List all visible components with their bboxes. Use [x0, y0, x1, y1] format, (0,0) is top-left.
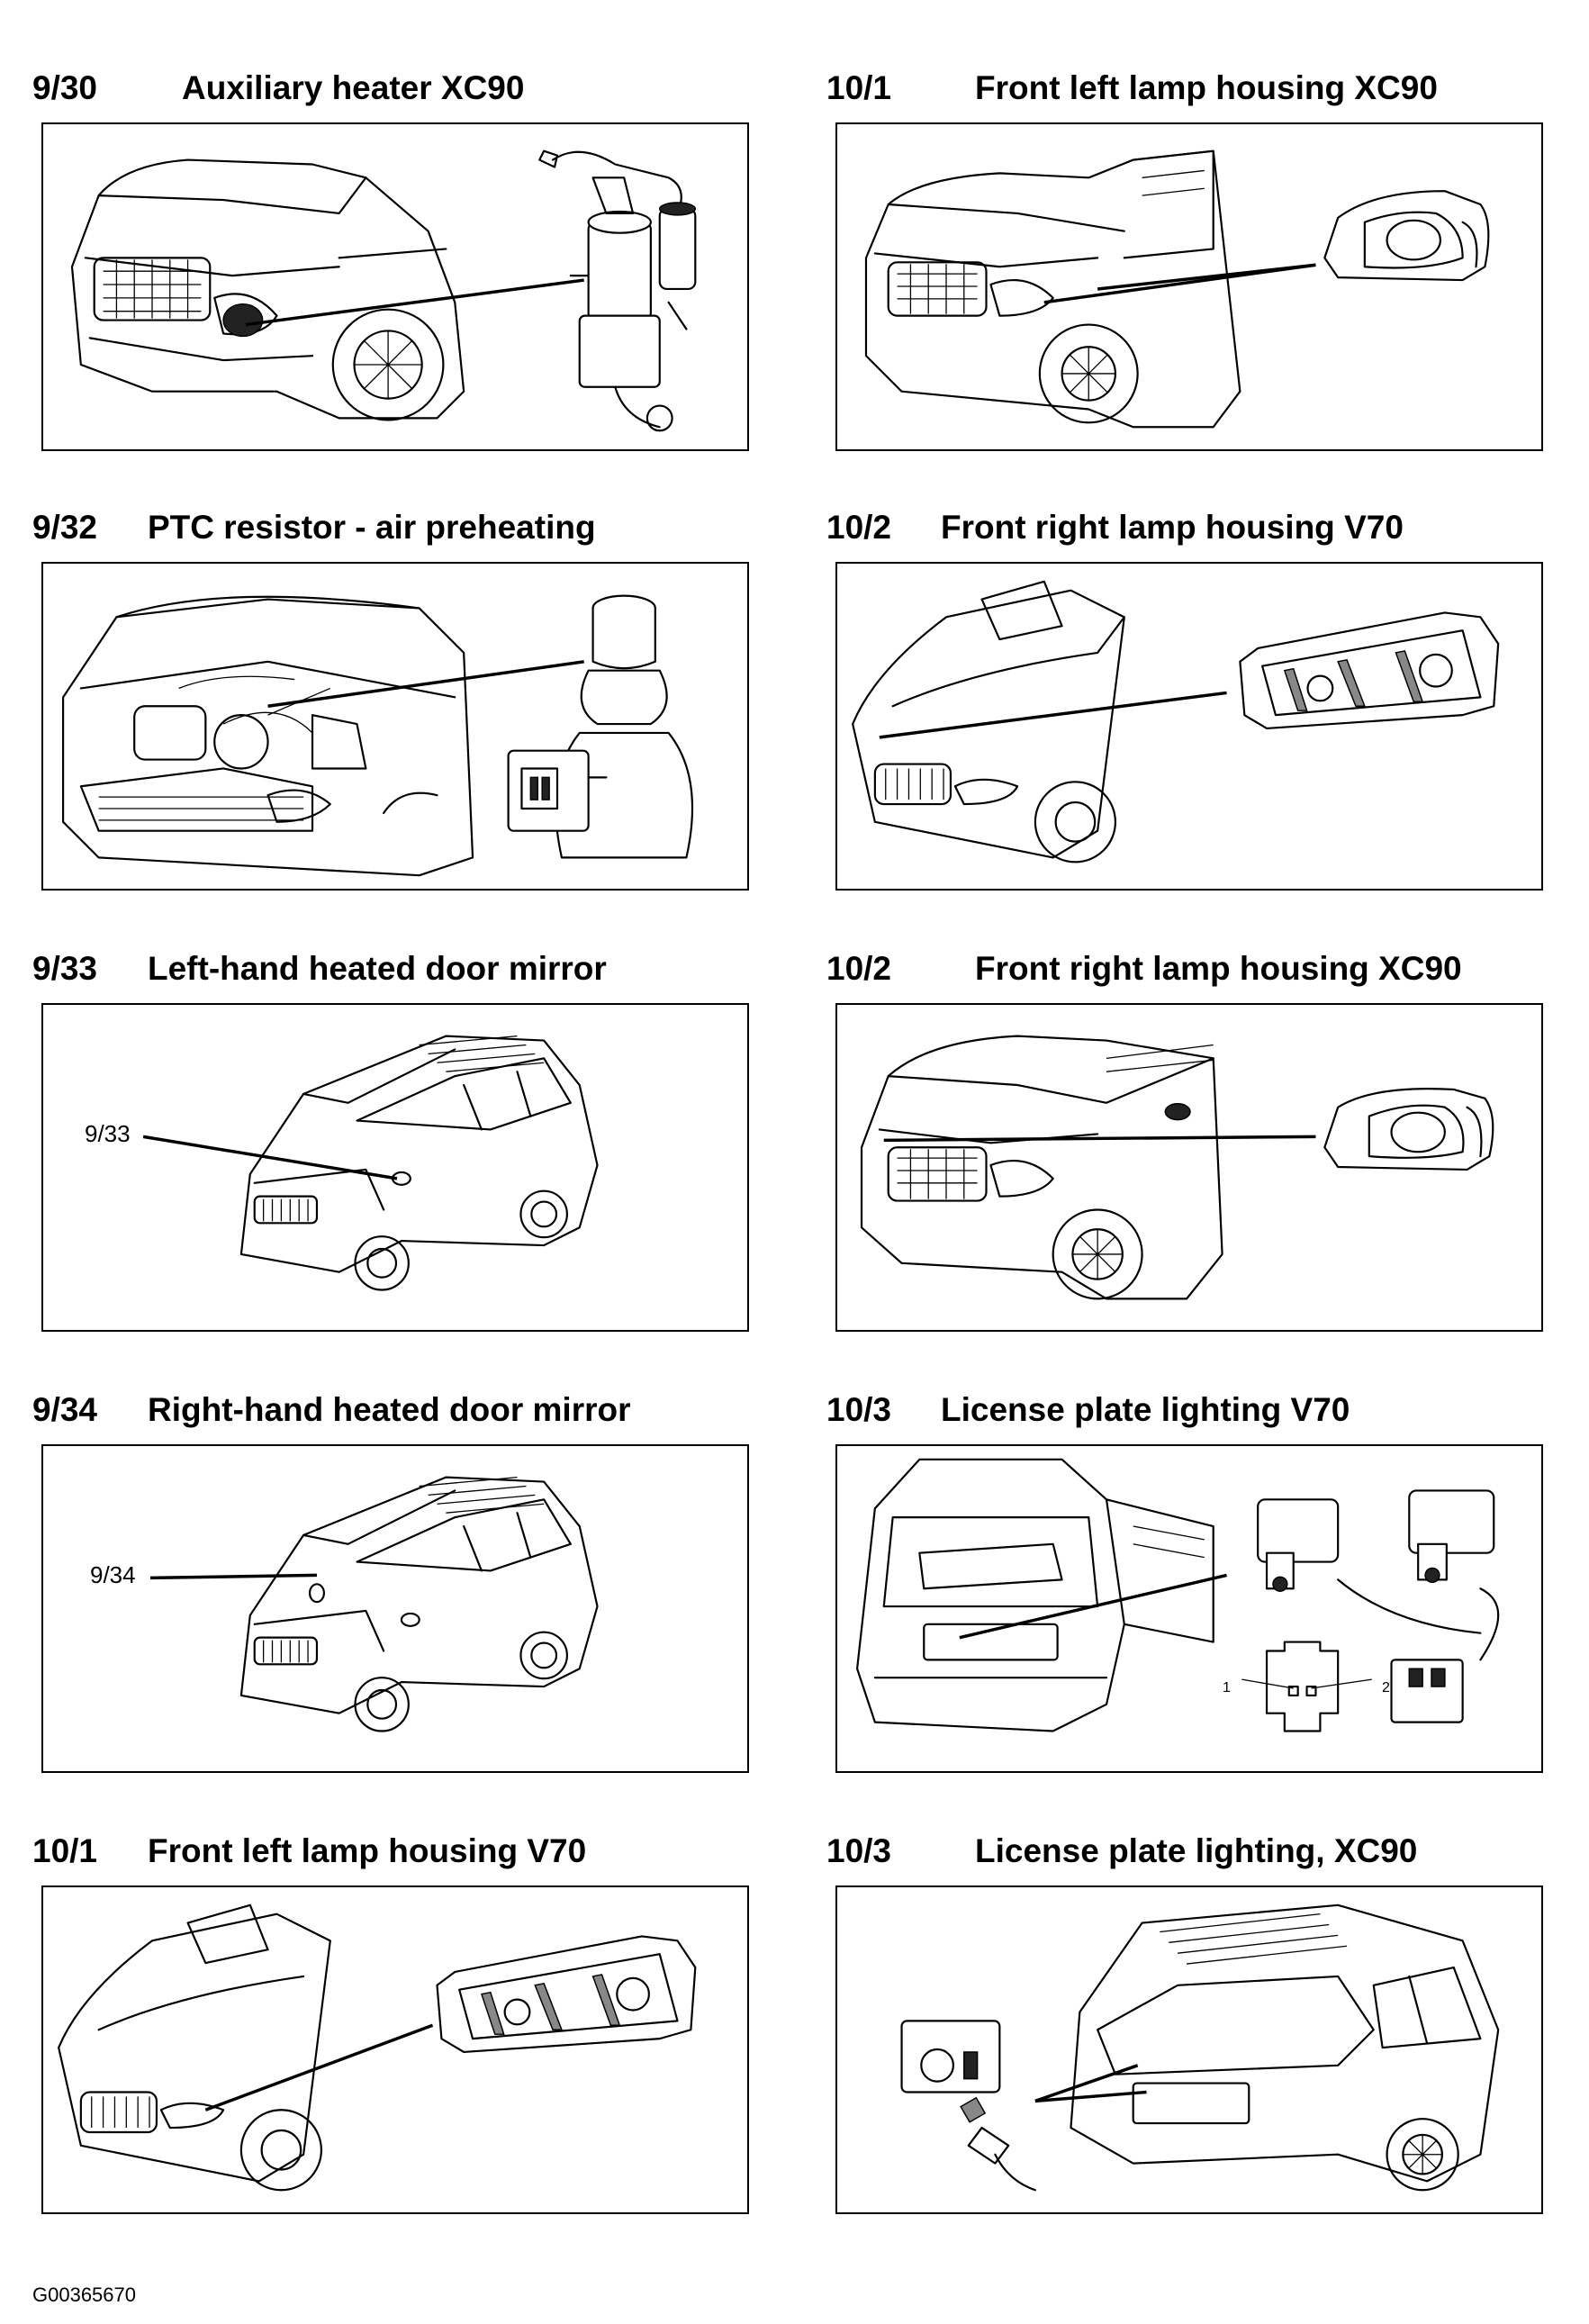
headlamp-drawing [1323, 1088, 1494, 1171]
panel-title: Front right lamp housing XC90 [975, 950, 1462, 987]
panel-title: Front right lamp housing V70 [941, 509, 1404, 546]
illustration-frame [41, 562, 749, 891]
engine-bay-drawing [61, 595, 474, 877]
plate-lamp-drawing [900, 2020, 1036, 2192]
suv-side-drawing [239, 1035, 599, 1291]
leader-line [142, 1135, 398, 1180]
suv-front-drawing [860, 1035, 1223, 1300]
illustration-sedan-front-left-lamp [58, 1904, 697, 2192]
illustration-suv-front-heater [70, 149, 697, 432]
illustration-suv-front-right-lamp [860, 1035, 1494, 1300]
panel-title: Front left lamp housing V70 [148, 1832, 587, 1869]
leader-line [879, 691, 1227, 739]
leader-line [1034, 2064, 1139, 2103]
illustration-wagon-rear-plate [855, 1458, 1500, 1732]
panel-code: 9/33 [32, 950, 98, 987]
panel-title: License plate lighting V70 [941, 1391, 1350, 1428]
illustration-frame [835, 1003, 1543, 1332]
panel-code: 10/1 [826, 69, 892, 106]
leader-line [959, 1573, 1227, 1640]
panel-header: 10/3 License plate lighting, XC90 [826, 1824, 1547, 1878]
panel-header: 10/2 Front right lamp housing XC90 [826, 942, 1547, 996]
panel-title: Auxiliary heater XC90 [182, 69, 525, 106]
illustration-frame [835, 122, 1543, 451]
sedan-front-drawing [852, 580, 1125, 864]
illustration-suv-mirror-left [142, 1035, 599, 1291]
panel-code: 10/2 [826, 950, 892, 987]
panel-code: 10/3 [826, 1832, 892, 1869]
sedan-front-drawing [58, 1904, 331, 2192]
panel-header: 10/2 Front right lamp housing V70 [826, 501, 1547, 555]
illustration-suv-mirror-right [149, 1476, 599, 1732]
illustration-suv-front-lamp [864, 149, 1490, 429]
leader-line [204, 2023, 434, 2111]
panel-header: 9/34 Right-hand heated door mirror [32, 1383, 753, 1437]
panel-title: Left-hand heated door mirror [148, 950, 607, 987]
ptc-resistor-drawing [507, 594, 694, 859]
panel-code: 10/2 [826, 509, 892, 546]
panel-title: Right-hand heated door mirror [148, 1391, 631, 1428]
panel-code: 10/1 [32, 1832, 98, 1869]
panel-title: PTC resistor - air preheating [148, 509, 596, 546]
illustration-engine-bay-ptc [61, 594, 694, 877]
plate-lamp-left-drawing [1257, 1498, 1482, 1634]
illustration-frame: 9/34 [41, 1444, 749, 1773]
illustration-frame [41, 1885, 749, 2214]
pin-label-2: 2 [1382, 1680, 1390, 1696]
panel-title: License plate lighting, XC90 [975, 1832, 1418, 1869]
panel-header: 10/1 Front left lamp housing XC90 [826, 61, 1547, 115]
illustration-frame: 9/33 [41, 1003, 749, 1332]
illustration-frame: 1 2 [835, 1444, 1543, 1773]
panel-header: 9/30 Auxiliary heater XC90 [32, 61, 753, 115]
panel-title: Front left lamp housing XC90 [975, 69, 1438, 106]
suv-front-drawing [864, 149, 1241, 429]
leader-line [149, 1573, 317, 1580]
figure-id: G00365670 [32, 2283, 136, 2306]
headlamp-drawing [1239, 611, 1500, 730]
leader-line [267, 660, 584, 708]
wagon-rear-drawing [855, 1458, 1214, 1732]
plate-lamp-right-drawing [1390, 1489, 1500, 1723]
illustration-frame [835, 562, 1543, 891]
panel-code: 9/34 [32, 1391, 98, 1428]
callout-label: 9/33 [85, 1120, 131, 1147]
headlamp-drawing [436, 1935, 697, 2054]
illustration-frame [835, 1885, 1543, 2214]
suv-front-drawing [70, 158, 465, 421]
illustration-sedan-front-lamp [852, 580, 1500, 864]
leader-line [883, 1135, 1316, 1143]
leader-line [245, 278, 584, 327]
panel-code: 9/32 [32, 509, 98, 546]
illustration-frame [41, 122, 749, 451]
callout-label: 9/34 [90, 1561, 136, 1588]
panel-header: 9/32 PTC resistor - air preheating [32, 501, 753, 555]
illustration-suv-rear-plate [900, 1904, 1500, 2192]
panel-header: 10/3 License plate lighting V70 [826, 1383, 1547, 1437]
panel-code: 9/30 [32, 69, 98, 106]
heater-unit-drawing [538, 149, 697, 432]
connector-pinout-drawing [1241, 1641, 1372, 1732]
headlamp-drawing [1323, 190, 1490, 282]
panel-header: 9/33 Left-hand heated door mirror [32, 942, 753, 996]
pin-label-1: 1 [1223, 1680, 1231, 1696]
suv-side-drawing [239, 1476, 599, 1732]
panel-code: 10/3 [826, 1391, 892, 1428]
suv-rear-drawing [1070, 1904, 1500, 2192]
panel-header: 10/1 Front left lamp housing V70 [32, 1824, 753, 1878]
